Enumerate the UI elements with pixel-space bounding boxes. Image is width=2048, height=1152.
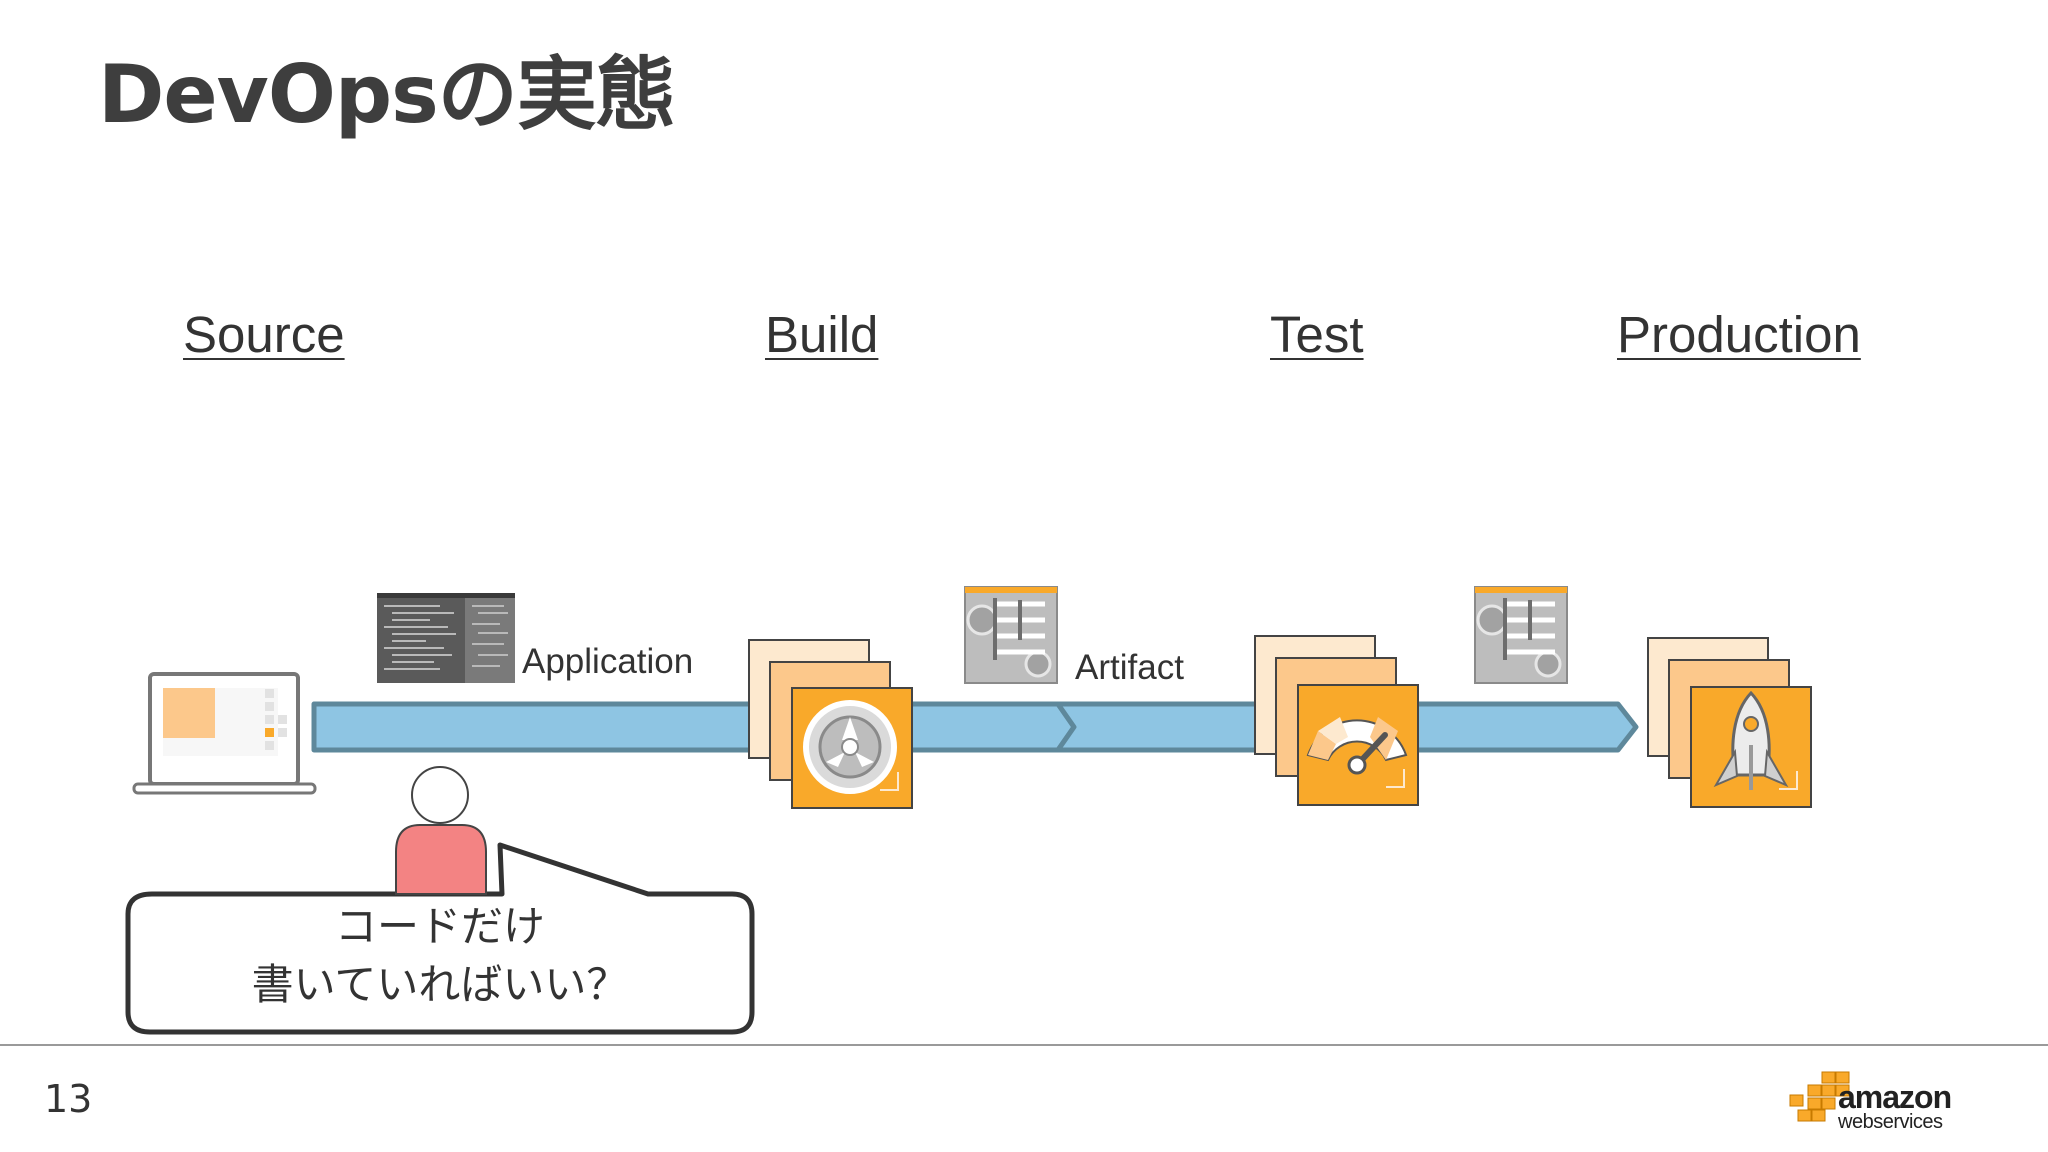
- aws-logo-word: amazon: [1838, 1079, 1952, 1115]
- application-label: Application: [522, 642, 694, 681]
- gear-build-icon: [748, 639, 913, 809]
- gauge-test-icon: [1254, 635, 1419, 806]
- laptop-icon: [132, 672, 317, 795]
- code-editor-icon: [377, 593, 515, 683]
- speech-line-1: コードだけ: [334, 902, 545, 951]
- artifact-label: Artifact: [1075, 648, 1184, 687]
- pipeline-arrow: [311, 701, 1639, 753]
- stage-build-label: Build: [765, 306, 879, 363]
- rocket-deploy-icon: [1647, 637, 1812, 808]
- aws-logo-subtext: webservices: [1838, 1111, 1943, 1133]
- person-icon: [395, 766, 487, 895]
- aws-logo-icon: [1789, 1071, 1850, 1122]
- footer-divider: [0, 1044, 2048, 1046]
- slide-title: DevOpsの実態: [98, 48, 676, 141]
- stage-production-label: Production: [1617, 306, 1861, 363]
- speech-bubble-text: コードだけ 書いていればいい？: [130, 898, 750, 1014]
- artifact-package-icon: [964, 586, 1058, 684]
- speech-bubble: [125, 842, 755, 1035]
- page-number: 13: [44, 1077, 93, 1121]
- stage-source-label: Source: [183, 306, 345, 363]
- stage-test-label: Test: [1270, 306, 1364, 363]
- artifact-package-icon: [1474, 586, 1568, 684]
- speech-line-2: 書いていればいい？: [251, 960, 629, 1009]
